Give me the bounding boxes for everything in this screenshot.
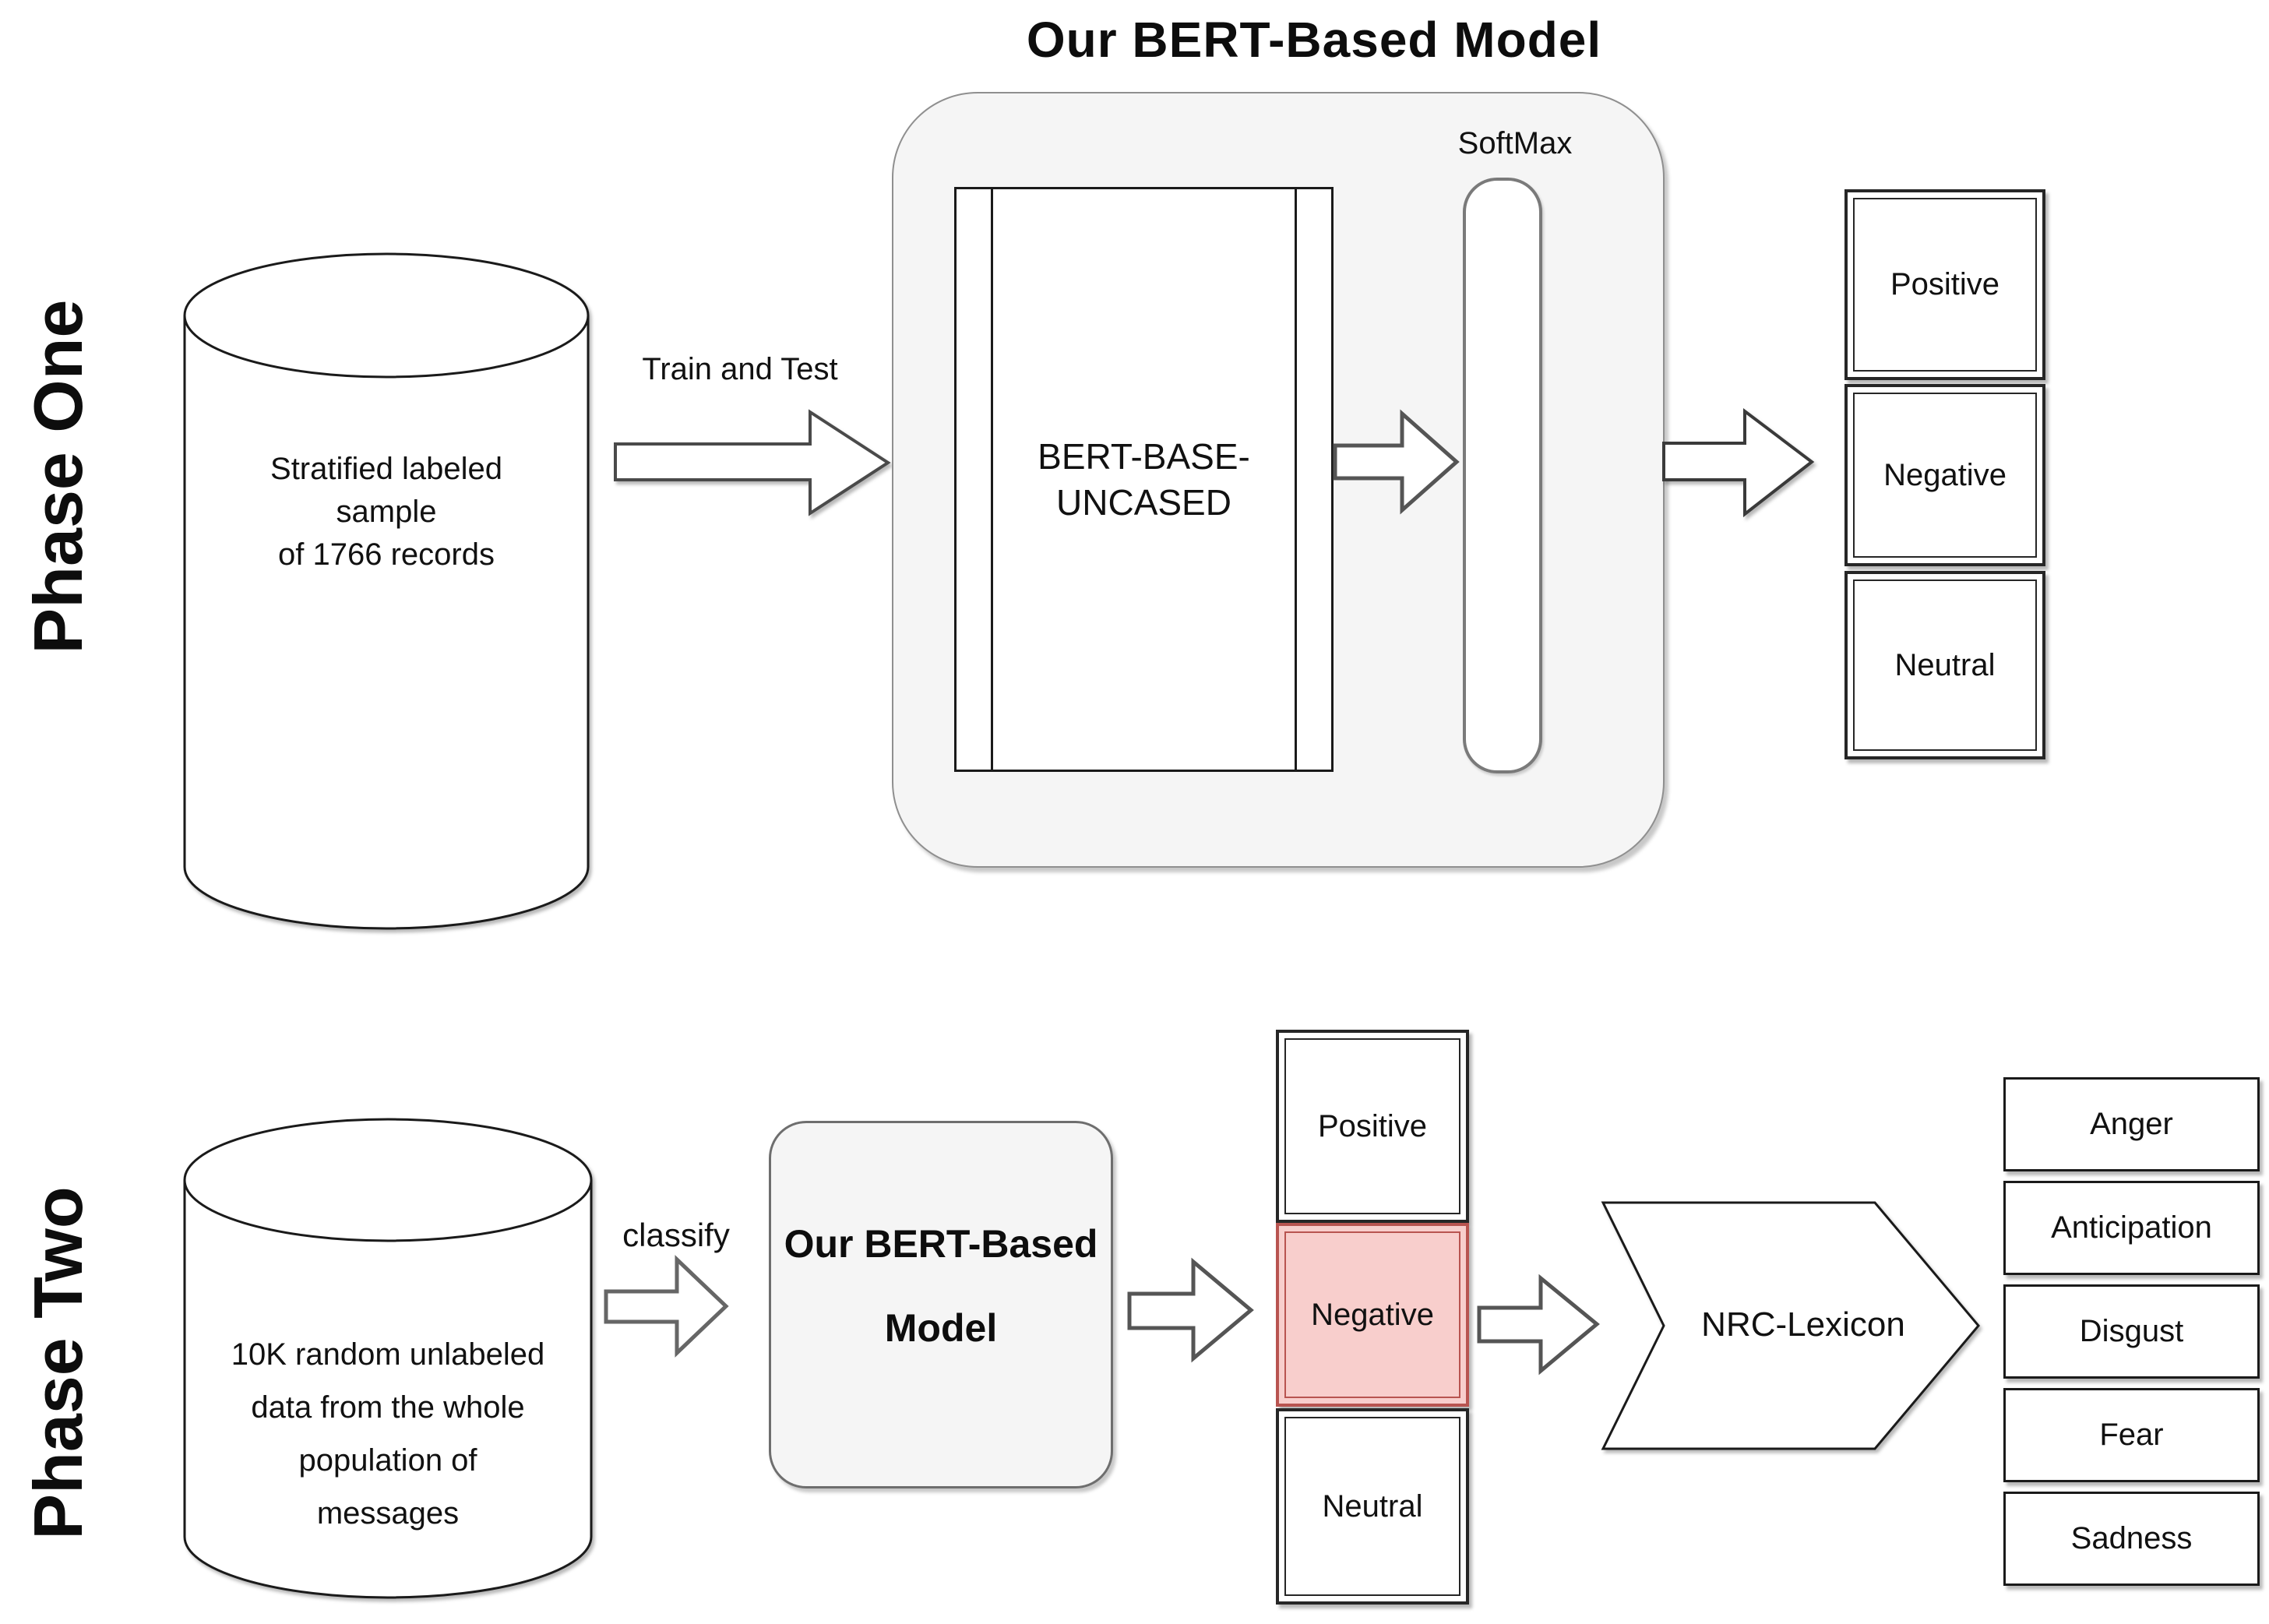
phase-one-label: Phase One <box>19 299 97 654</box>
model-box-label-line: Our BERT-Based <box>784 1222 1098 1266</box>
bert-box-left-rule <box>991 189 993 770</box>
bert-base-uncased-box: BERT-BASE- UNCASED <box>954 187 1334 772</box>
database-text-line: population of <box>298 1443 477 1478</box>
sentiment-label: Positive <box>1853 198 2037 372</box>
arrow-right-icon <box>1662 407 1815 518</box>
database-cylinder-icon <box>183 252 590 930</box>
phase-two-database-text: 10K random unlabeled data from the whole… <box>199 1328 577 1540</box>
database-text-line: Stratified labeled <box>270 452 502 486</box>
database-text-line: data from the whole <box>251 1390 525 1425</box>
our-bert-model-box: Our BERT-Based Model <box>769 1121 1113 1488</box>
lexicon-label: NRC-Lexicon <box>1701 1305 1905 1344</box>
bert-box-right-rule <box>1295 189 1297 770</box>
emotion-box-disgust: Disgust <box>2003 1284 2260 1379</box>
lexicon-chevron-shape <box>1601 1201 1980 1450</box>
sentiment-box-positive: Positive <box>1844 189 2045 380</box>
phase-one-database-text: Stratified labeled sample of 1766 record… <box>199 448 573 576</box>
softmax-layer-shape <box>1463 178 1542 773</box>
database-text-line: sample <box>336 495 437 529</box>
softmax-label: SoftMax <box>1457 126 1573 160</box>
train-and-test-label: Train and Test <box>642 352 838 386</box>
database-text-line: 10K random unlabeled <box>231 1337 545 1372</box>
arrow-right-icon <box>614 409 891 516</box>
sentiment-box-neutral: Neutral <box>1276 1408 1469 1605</box>
database-cylinder-icon <box>183 1118 593 1599</box>
bert-box-label-line: BERT-BASE- <box>1038 435 1250 477</box>
sentiment-box-neutral: Neutral <box>1844 571 2045 759</box>
arrow-right-icon <box>1333 409 1460 515</box>
emotion-box-anticipation: Anticipation <box>2003 1181 2260 1275</box>
arrow-right-icon <box>1127 1257 1254 1363</box>
arrow-right-icon <box>604 1255 729 1358</box>
phase-two-label: Phase Two <box>19 1186 97 1540</box>
sentiment-label: Positive <box>1284 1038 1460 1214</box>
page-title: Our BERT-Based Model <box>1026 12 1602 68</box>
model-box-label-line: Model <box>884 1306 998 1350</box>
database-text-line: messages <box>316 1496 460 1531</box>
sentiment-label: Neutral <box>1284 1417 1460 1596</box>
sentiment-label: Negative <box>1853 393 2037 558</box>
classify-label: classify <box>622 1217 730 1253</box>
sentiment-label: Neutral <box>1853 579 2037 751</box>
sentiment-box-positive: Positive <box>1276 1030 1469 1223</box>
sentiment-box-negative: Negative <box>1844 384 2045 566</box>
arrow-right-icon <box>1477 1273 1600 1376</box>
emotion-box-sadness: Sadness <box>2003 1492 2260 1586</box>
sentiment-box-negative-highlighted: Negative <box>1276 1223 1469 1407</box>
emotion-box-anger: Anger <box>2003 1077 2260 1171</box>
sentiment-label: Negative <box>1284 1231 1460 1398</box>
database-text-line: of 1766 records <box>278 537 495 572</box>
bert-box-label-line: UNCASED <box>1056 481 1231 523</box>
emotion-box-fear: Fear <box>2003 1388 2260 1482</box>
